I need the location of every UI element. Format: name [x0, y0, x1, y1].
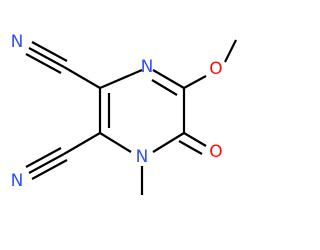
bond-c2-n1: [99, 68, 143, 90]
bond-o-ch3-methoxy: [224, 39, 237, 63]
bond-cn-bot-triple-b: [25, 147, 62, 168]
bond-cn-top-triple-a: [28, 47, 65, 68]
bond-c6-o-methoxy: [183, 75, 207, 89]
pyrazine-ring-bonds: [98, 68, 186, 153]
methoxy-o-label: O: [209, 59, 222, 79]
nitrile-bonds: [25, 41, 101, 180]
bond-cn-bot-triple-c: [31, 159, 68, 180]
bond-n1-c6-double: [151, 79, 178, 96]
bond-c5-n4: [152, 132, 185, 153]
methoxy-bonds: [183, 39, 237, 89]
carbonyl-o-label: O: [209, 142, 222, 162]
ring-n-top-label: N: [141, 57, 154, 77]
bond-c5-o-carbonyl-double: [178, 140, 203, 155]
bond-c2-cn-top: [63, 66, 101, 89]
nitrile-n-bottom-label: N: [11, 171, 24, 191]
bond-cn-top-triple-c: [25, 53, 62, 74]
nitrile-n-top-label: N: [11, 32, 24, 52]
bond-c3-cn-bot: [63, 132, 101, 155]
ring-n-methyl-label: N: [136, 147, 149, 167]
bond-c5-o-carbonyl: [183, 132, 207, 147]
bond-n4-c3: [99, 132, 132, 153]
atom-labels: N N N N O O: [11, 32, 223, 191]
bond-n1-c6: [152, 69, 185, 89]
bond-cn-bot-triple-a: [28, 153, 65, 174]
bond-cn-top-triple-b: [31, 41, 68, 62]
molecule-structure-diagram: N N N N O O: [11, 32, 237, 195]
carbonyl-bonds: [178, 132, 207, 155]
